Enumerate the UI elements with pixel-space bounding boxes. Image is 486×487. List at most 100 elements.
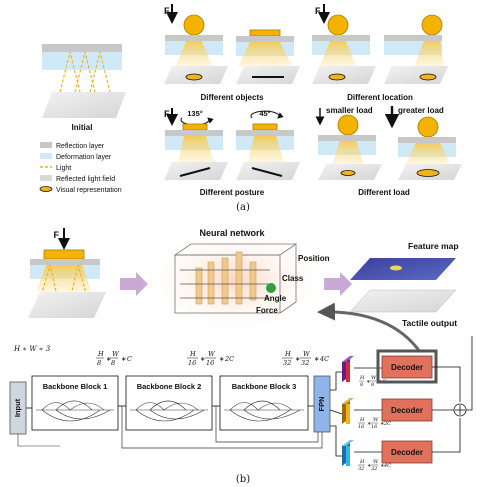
press-object: [43, 249, 85, 260]
tactile-output-map: [349, 289, 457, 313]
feature-map-label: Feature map: [408, 241, 459, 251]
light-cone: [176, 41, 212, 66]
light-cone: [36, 265, 92, 292]
dim-2-wd: 16: [206, 359, 214, 367]
sphere-object: [421, 14, 443, 36]
legend-reflection: Reflection layer: [56, 143, 105, 150]
feature-cuboid-3: [342, 440, 354, 466]
backbone-block-2: Backbone Block 2: [125, 375, 213, 431]
light-cone: [320, 41, 356, 66]
reflection-layer: [165, 35, 223, 41]
force-label: F: [54, 230, 60, 240]
dim-2-c: 2C: [224, 355, 234, 363]
light-cone: [406, 143, 450, 164]
svg-text:∗: ∗: [295, 356, 300, 363]
skip-arcs: [224, 400, 304, 422]
nn-box: [173, 243, 298, 314]
svg-text:W: W: [373, 417, 379, 423]
light-cone: [332, 141, 364, 164]
skip-arcs: [36, 400, 114, 422]
svg-text:∗: ∗: [314, 356, 319, 363]
visual-representation: [419, 73, 437, 81]
decoder-1: Decoder: [376, 349, 438, 384]
dim-1-wd: 8: [111, 359, 115, 367]
sphere-object: [183, 14, 205, 36]
reflection-layer: [42, 44, 122, 52]
input-label: Input: [13, 398, 22, 417]
reflection-layer: [236, 36, 294, 42]
backbone-label-1: Backbone Block 1: [43, 382, 108, 391]
neural-network: Neural network Position Class Angle Forc…: [140, 225, 330, 335]
feature-map: [350, 258, 456, 280]
input-bottom-line: [17, 434, 60, 447]
light-field-floor: [384, 66, 448, 84]
svg-text:∗: ∗: [106, 356, 111, 363]
sphere-object: [337, 114, 359, 136]
svg-text:32: 32: [358, 466, 364, 472]
svg-text:8: 8: [360, 382, 363, 388]
light-cone: [238, 42, 292, 66]
scene-location-2: [384, 14, 448, 84]
svg-text:8: 8: [371, 382, 374, 388]
panel-b-label: (b): [236, 474, 250, 485]
nn-label-position: Position: [298, 254, 330, 263]
tactile-output-label: Tactile output: [402, 318, 457, 328]
flow-arrow-2: [324, 272, 352, 296]
scene-load-greater: greater load: [384, 106, 462, 180]
deformation-layer: [42, 52, 122, 70]
svg-text:16: 16: [358, 424, 365, 430]
initial-diagram: Initial: [42, 44, 126, 132]
reflection-layer: [236, 130, 294, 136]
angle-135-label: 135°: [187, 109, 203, 118]
legend: Reflection layer Deformation layer Light…: [39, 142, 122, 194]
visual-representation: [340, 170, 356, 176]
light-cone: [248, 136, 284, 162]
cuboid-dims: H 8 ∗ W 8 ∗ C H 16 ∗ W 16 ∗ 2C H 32 ∗ W …: [358, 375, 391, 472]
nn-glow: [140, 225, 330, 335]
dim-2-hd: 16: [188, 359, 196, 367]
visual-representation: [179, 167, 211, 177]
backbone-label-2: Backbone Block 2: [137, 382, 202, 391]
visual-representation: [251, 167, 283, 177]
svg-text:H: H: [359, 375, 365, 381]
bar-object: [252, 123, 278, 131]
svg-text:∗: ∗: [367, 421, 371, 427]
fpn-block: FPN: [313, 375, 331, 433]
decoder-label-1: Decoder: [391, 363, 423, 372]
dim-1-c: C: [127, 355, 132, 363]
svg-text:∗: ∗: [380, 421, 384, 427]
svg-text:∗: ∗: [366, 379, 370, 385]
legend-swatch-visual: [39, 186, 53, 192]
visual-representation: [416, 169, 440, 177]
nn-title: Neural network: [199, 228, 265, 238]
output-maps: Feature map Tactile output: [349, 241, 459, 328]
light-cone: [178, 136, 214, 162]
sum-node: [453, 403, 467, 417]
nn-label-class: Class: [282, 274, 304, 283]
decoder-3: Decoder: [381, 440, 433, 464]
force-label: F: [164, 109, 170, 119]
light-field-floor: [236, 66, 300, 84]
svg-text:16: 16: [371, 424, 378, 430]
rotation-arrow: [250, 110, 284, 119]
caption-different-objects: Different objects: [200, 93, 264, 102]
scene-objects-sphere: F: [164, 4, 228, 84]
visual-representation: [328, 73, 346, 81]
legend-visual: Visual representation: [56, 187, 122, 194]
svg-text:H: H: [359, 417, 365, 423]
nn-connections: [180, 269, 270, 299]
dim-3-hd: 32: [283, 359, 291, 367]
angle-45-label: 45°: [259, 109, 270, 118]
legend-swatch-deformation: [40, 153, 52, 159]
light-paths: [59, 51, 111, 93]
backbone-label-3: Backbone Block 3: [232, 382, 297, 391]
svg-text:H: H: [359, 459, 365, 465]
dim-3-wd: 32: [301, 359, 309, 367]
decoder-label-3: Decoder: [391, 448, 423, 457]
backbone-block-1: Backbone Block 1: [31, 375, 119, 431]
dim-3-c: 4C: [319, 355, 329, 363]
svg-text:∗: ∗: [121, 356, 126, 363]
reflection-layer: [398, 137, 456, 143]
nn-label-angle: Angle: [264, 294, 287, 303]
